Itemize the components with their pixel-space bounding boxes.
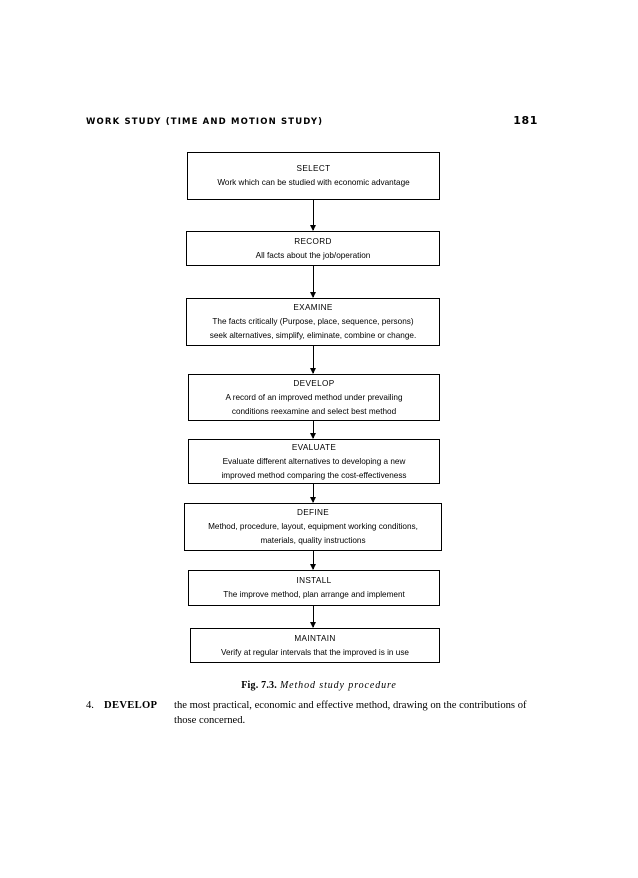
flowchart-box-title: SELECT bbox=[296, 164, 331, 173]
list-item-number: 4. bbox=[86, 700, 94, 711]
flowchart-box-examine: EXAMINE The facts critically (Purpose, p… bbox=[186, 298, 440, 346]
flowchart-box-title: DEVELOP bbox=[293, 378, 335, 388]
flowchart-box-line: The improve method, plan arrange and imp… bbox=[223, 590, 405, 599]
flowchart-box-line: conditions reexamine and select best met… bbox=[231, 406, 397, 416]
flowchart-arrow-2 bbox=[309, 266, 316, 298]
flowchart-box-title: EXAMINE bbox=[293, 303, 333, 312]
flowchart-box-line: seek alternatives, simplify, eliminate, … bbox=[209, 331, 417, 340]
running-head-title: WORK STUDY (TIME AND MOTION STUDY) bbox=[86, 117, 324, 127]
flowchart-box-title: EVALUATE bbox=[291, 442, 337, 452]
flowchart-box-title: DEFINE bbox=[296, 508, 330, 517]
flowchart-box-line: Verify at regular intervals that the imp… bbox=[221, 647, 409, 657]
flowchart-box-install: INSTALL The improve method, plan arrange… bbox=[188, 570, 440, 606]
page-number: 181 bbox=[513, 114, 538, 127]
list-item-term: DEVELOP bbox=[104, 700, 158, 711]
figure-caption-text: Method study procedure bbox=[279, 680, 397, 691]
figure-caption-label: Fig. 7.3. bbox=[241, 680, 277, 691]
flowchart-box-line: Work which can be studied with economic … bbox=[217, 178, 410, 187]
flowchart-box-line: All facts about the job/operation bbox=[255, 250, 371, 260]
flowchart-box-record: RECORD All facts about the job/operation bbox=[186, 231, 440, 266]
running-head: WORK STUDY (TIME AND MOTION STUDY) 181 bbox=[86, 114, 538, 127]
numbered-list-item: 4. DEVELOP the most practical, economic … bbox=[86, 698, 542, 728]
flowchart-box-line: materials, quality instructions bbox=[260, 536, 366, 545]
flowchart-box-define: DEFINE Method, procedure, layout, equipm… bbox=[184, 503, 442, 551]
flowchart-box-title: MAINTAIN bbox=[294, 633, 336, 643]
flowchart-arrow-3 bbox=[309, 346, 316, 374]
flowchart-box-evaluate: EVALUATE Evaluate different alternatives… bbox=[188, 439, 440, 484]
flowchart-box-maintain: MAINTAIN Verify at regular intervals tha… bbox=[190, 628, 440, 663]
flowchart-arrow-4 bbox=[309, 421, 316, 439]
flowchart-arrow-7 bbox=[309, 606, 316, 628]
flowchart-box-line: Evaluate different alternatives to devel… bbox=[222, 456, 406, 466]
flowchart-arrow-5 bbox=[309, 484, 316, 503]
flowchart-arrow-6 bbox=[309, 551, 316, 570]
flowchart-box-line: A record of an improved method under pre… bbox=[225, 392, 403, 402]
flowchart-box-line: improved method comparing the cost-effec… bbox=[221, 470, 407, 480]
flowchart-box-title: RECORD bbox=[294, 236, 332, 246]
flowchart-box-select: SELECT Work which can be studied with ec… bbox=[187, 152, 440, 200]
flowchart-box-title: INSTALL bbox=[296, 576, 332, 585]
flowchart-box-line: Method, procedure, layout, equipment wor… bbox=[208, 522, 418, 531]
flowchart-box-develop: DEVELOP A record of an improved method u… bbox=[188, 374, 440, 421]
list-item-text: the most practical, economic and effecti… bbox=[174, 700, 527, 726]
figure-caption: Fig. 7.3.Method study procedure bbox=[0, 680, 638, 691]
flowchart-box-line: The facts critically (Purpose, place, se… bbox=[212, 317, 414, 326]
flowchart-arrow-1 bbox=[309, 200, 316, 231]
